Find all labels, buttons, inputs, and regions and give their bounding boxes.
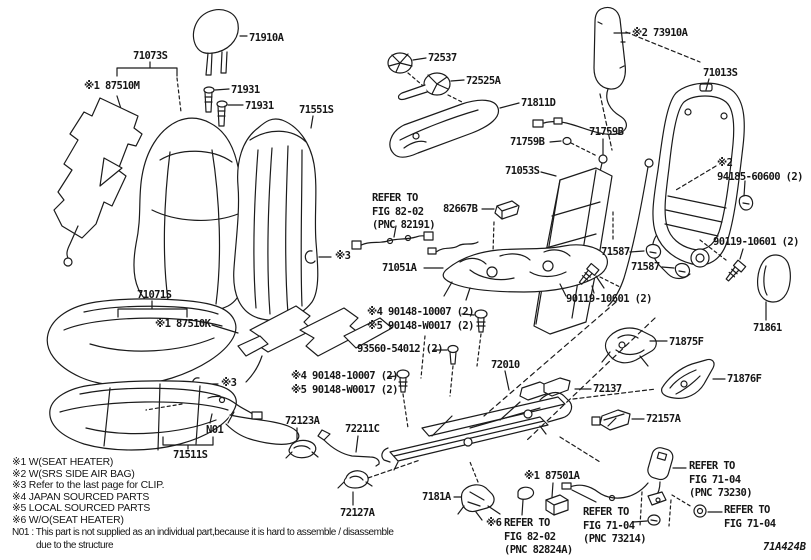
- part-label-72010: 72010: [491, 359, 520, 371]
- part-label-7181A: 7181A: [422, 491, 451, 503]
- wire-harness-drawing: [351, 225, 434, 250]
- part-label-71811D: 71811D: [521, 97, 556, 109]
- headrest-support-bolts-drawing: [203, 86, 244, 127]
- track-bracket-drawing: [453, 461, 501, 521]
- part-label-90119-10601-a: 90119-10601 (2): [713, 236, 799, 248]
- cushion-heater-pad-drawing: [211, 305, 393, 383]
- part-label-90148-pair-b: ※4 90148-10007 (2) ※5 90148-W0017 (2): [291, 370, 398, 396]
- seat-cushion-drawing: [46, 298, 237, 386]
- clip-note-upper: ※3: [335, 250, 351, 262]
- connector-drawing: [481, 200, 520, 253]
- seat-track-drawing: [381, 301, 656, 471]
- recliner-nuts-drawing: [629, 243, 691, 278]
- part-label-87510M: ※1 87510M: [84, 80, 140, 92]
- clip-symbol-upper: [304, 250, 332, 264]
- legend-wo-seat-heater: ※6 W/O(SEAT HEATER): [12, 514, 124, 526]
- buckle-wire-drawing: [420, 335, 672, 527]
- part-label-71071S: 71071S: [137, 289, 172, 301]
- part-label-90119-10601-b: 90119-10601 (2): [566, 293, 652, 305]
- part-label-72537: 72537: [428, 52, 457, 64]
- bracket-outer-drawing: [572, 358, 726, 400]
- part-label-72127A: 72127A: [340, 507, 375, 519]
- anchor-nut-drawing: [693, 504, 723, 518]
- track-latch-drawing: [591, 409, 645, 431]
- part-label-71910A: 71910A: [249, 32, 284, 44]
- bracket-inner-drawing: [601, 327, 668, 367]
- figure-code: 71A424B: [763, 541, 806, 553]
- part-label-71511S: 71511S: [173, 449, 208, 461]
- note-refer-fig-71-04: REFER TO FIG 71-04: [724, 504, 776, 530]
- rod-clip-drawing: [337, 459, 421, 506]
- track-bolts-drawing: [387, 309, 488, 429]
- legend-srs-airbag: ※2 W(SRS SIDE AIR BAG): [12, 468, 135, 480]
- part-label-94185-60600: ※2 94185-60600 (2): [717, 157, 803, 183]
- part-label-71051A: 71051A: [382, 262, 417, 274]
- legend-n01-note-line1: N01 : This part is not supplied as an in…: [12, 526, 394, 538]
- part-label-71759B-b: 71759B: [589, 126, 624, 138]
- clip-note-lower: ※3: [221, 377, 237, 389]
- spacer-parts-drawing: [519, 377, 592, 401]
- part-label-71875F: 71875F: [669, 336, 704, 348]
- cushion-spring-frame-drawing: [423, 241, 608, 301]
- cushion-wire-drawing: [145, 395, 263, 424]
- part-label-71876F: 71876F: [727, 373, 762, 385]
- part-label-72157A: 72157A: [646, 413, 681, 425]
- cushion-cover-drawing: [49, 380, 300, 451]
- part-label-72525A: 72525A: [466, 75, 501, 87]
- seatback-cushion-drawing: [133, 117, 245, 314]
- armrest-pad-drawing: [757, 254, 791, 321]
- part-label-87501A: ※1 87501A: [524, 470, 580, 482]
- seatbelt-buckle-drawing: [647, 447, 693, 508]
- note-refer-fig-71-04-pnc-73230: REFER TO FIG 71-04 (PNC 73230): [689, 460, 753, 500]
- legend-seat-heater: ※1 W(SEAT HEATER): [12, 457, 114, 468]
- note-refer-fig-82-02-pnc-82824A: REFER TO FIG 82-02 (PNC 82824A): [504, 517, 573, 557]
- part-label-71931-a: 71931: [231, 84, 260, 96]
- recliner-knob-drawing: [387, 52, 429, 91]
- note-mark-6: ※6: [486, 517, 502, 529]
- seatback-frame-drawing: [612, 78, 745, 280]
- part-label-N01: N01: [206, 424, 224, 436]
- legend-n01-note-line2: due to the structure: [36, 540, 114, 551]
- headrest-drawing: [192, 9, 248, 76]
- part-label-71861: 71861: [753, 322, 782, 334]
- legend-japan-sourced: ※4 JAPAN SOURCED PARTS: [12, 491, 150, 503]
- part-label-82667B: 82667B: [443, 203, 478, 215]
- part-label-71587-b: 71587: [631, 261, 660, 273]
- part-label-71931-b: 71931: [245, 100, 274, 112]
- seatback-heater-pad-drawing: [53, 95, 143, 267]
- part-label-72123A: 72123A: [285, 415, 320, 427]
- hinge-bolts-drawing: [578, 239, 747, 294]
- note-refer-fig-82-02-pnc-82191: REFER TO FIG 82-02 (PNC 82191): [372, 192, 436, 232]
- frame-nut-drawing: [675, 165, 754, 211]
- part-label-71587-a: 71587: [601, 246, 630, 258]
- part-label-73910A: ※2 73910A: [632, 27, 688, 39]
- part-label-93560-54012: 93560-54012 (2): [357, 343, 443, 355]
- seat-cushion-clip-parts-drawing: [517, 482, 569, 516]
- part-label-71053S: 71053S: [505, 165, 540, 177]
- part-label-71551S: 71551S: [299, 104, 334, 116]
- part-label-90148-pair-a: ※4 90148-10007 (2) ※5 90148-W0017 (2): [367, 306, 474, 332]
- part-label-71759B-a: 71759B: [510, 136, 545, 148]
- track-cover-cap-drawing: [285, 427, 319, 459]
- legend-local-sourced: ※5 LOCAL SOURCED PARTS: [12, 503, 151, 514]
- legend-clip: ※3 Refer to the last page for CLIP.: [12, 480, 165, 491]
- lock-release-rod-drawing: [317, 429, 380, 467]
- part-label-72211C: 72211C: [345, 423, 380, 435]
- seat-cushion-shield-drawing: [389, 99, 520, 158]
- seatback-cover-drawing: [233, 115, 319, 321]
- part-label-71013S: 71013S: [703, 67, 738, 79]
- note-refer-fig-71-04-pnc-73214: REFER TO FIG 71-04 (PNC 73214): [583, 506, 647, 546]
- recliner-lever-drawing: [397, 72, 465, 103]
- part-label-71073S: 71073S: [133, 50, 168, 62]
- seatback-bracket-lines: [116, 61, 182, 113]
- side-airbag-drawing: [532, 6, 701, 151]
- part-label-72137: 72137: [593, 383, 622, 395]
- part-label-87510K: ※1 87510K: [155, 318, 211, 330]
